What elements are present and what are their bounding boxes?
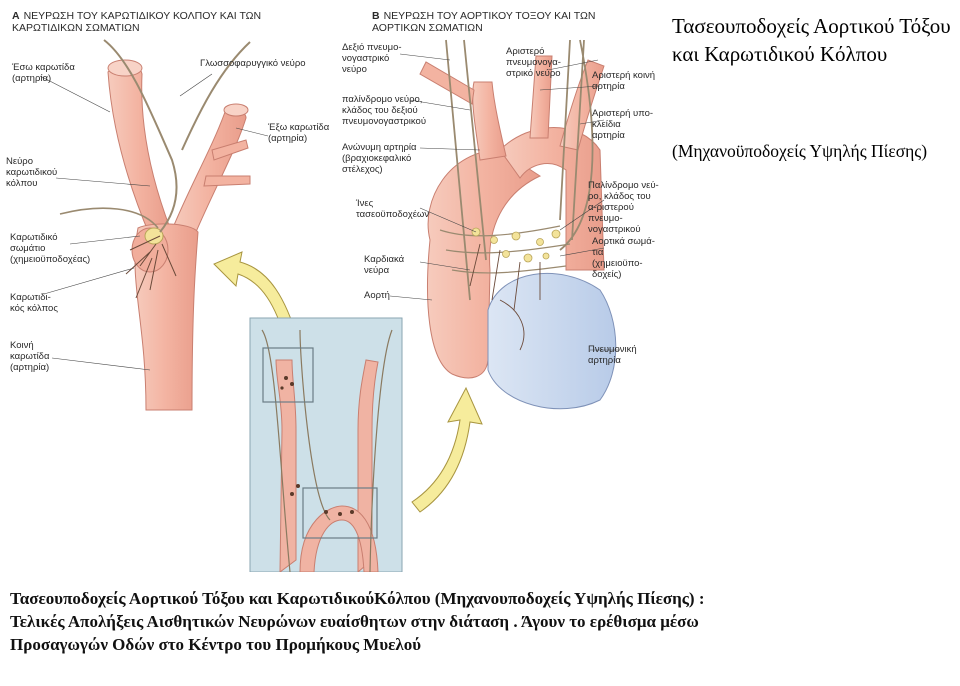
anatomy-illustration xyxy=(39,39,620,572)
label-common-carotid: Κοινή καρωτίδα (αρτηρία) xyxy=(10,340,50,373)
label-carotid-body: Καρωτιδικό σωμάτιο (χημειοϋποδοχέας) xyxy=(10,232,91,265)
label-internal-carotid: Έσω καρωτίδα (αρτηρία) xyxy=(12,62,75,84)
label-left-subclavian: Αριστερή υπο-κλείδια αρτηρία xyxy=(592,108,654,141)
label-aorta: Αορτή xyxy=(364,290,390,301)
carotid-bifurcation xyxy=(39,39,269,411)
label-baroreceptor-fibers: Ίνες τασεοϋποδοχέων xyxy=(356,198,430,220)
panel-a-letter: A xyxy=(12,10,20,22)
label-external-carotid: Έξω καρωτίδα (αρτηρία) xyxy=(268,122,330,144)
label-carotid-sinus-nerve: Νεύρο καρωτιδικού κόλπου xyxy=(6,156,58,189)
label-left-vagus: Αριστερό πνευμονογα-στρικό νεύρο xyxy=(506,46,561,79)
pointer-arrow-a xyxy=(213,251,299,343)
overview-inset xyxy=(249,317,403,572)
label-recurrent-right: παλίνδρομο νεύρο, κλάδος του δεξιού πνευ… xyxy=(342,94,427,127)
panel-a-title-text: ΝΕΥΡΩΣΗ ΤΟΥ ΚΑΡΩΤΙΔΙΚΟΥ ΚΟΛΠΟΥ ΚΑΙ ΤΩΝ Κ… xyxy=(12,10,262,34)
label-brachiocephalic: Ανώνυμη αρτηρία (βραχιοκεφαλικό στέλεχος… xyxy=(342,142,417,175)
label-left-common-carotid: Αριστερή κοινή αρτηρία xyxy=(592,70,656,92)
pointer-arrow-b xyxy=(411,386,483,513)
side-title: Τασεουποδοχείς Αορτικού Τόξου και Καρωτι… xyxy=(672,14,951,66)
aortic-arch xyxy=(389,39,620,410)
label-aortic-bodies: Αορτικά σωμά-τια (χημειοϋπο-δοχείς) xyxy=(592,236,655,280)
panel-b-letter: B xyxy=(372,10,380,22)
label-recurrent-left: Παλίνδρομο νεύ-ρο, κλάδος του α-ριστερού… xyxy=(588,180,659,235)
panel-b-title-text: ΝΕΥΡΩΣΗ ΤΟΥ ΑΟΡΤΙΚΟΥ ΤΟΞΟΥ ΚΑΙ ΤΩΝ ΑΟΡΤΙ… xyxy=(372,10,596,34)
label-glossopharyngeal: Γλωσσοφαρυγγικό νεύρο xyxy=(200,58,306,69)
label-pulmonary-artery: Πνευμονική αρτηρία xyxy=(588,344,637,366)
side-subtitle: (Μηχανοϋποδοχείς Υψηλής Πίεσης) xyxy=(672,141,928,161)
figure-caption: Τασεουποδοχείς Αορτικού Τόξου και Καρωτι… xyxy=(10,589,705,654)
label-carotid-sinus: Καρωτιδι-κός κόλπος xyxy=(10,292,58,314)
label-right-vagus: Δεξιό πνευμο-νογαστρικό νεύρο xyxy=(342,42,402,75)
label-cardiac-nerves: Καρδιακά νεύρα xyxy=(364,254,405,276)
